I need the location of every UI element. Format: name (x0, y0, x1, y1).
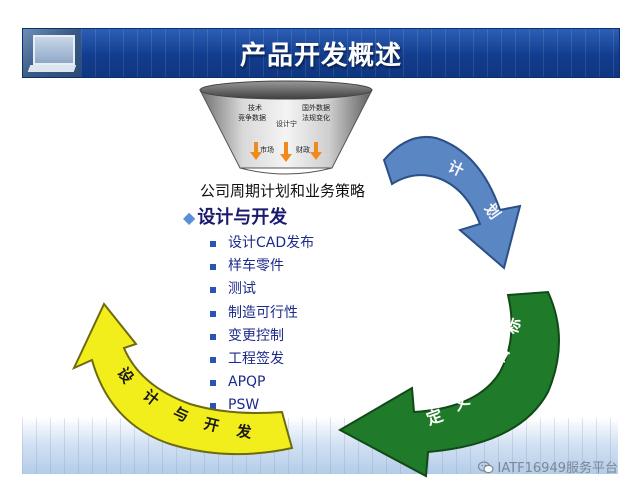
arrow-char: 计 (445, 157, 466, 180)
list-item: 样车零件 (208, 255, 314, 278)
diamond-bullet-icon: ◆ (183, 208, 196, 227)
section-heading: ◆设计与开发 (183, 203, 287, 229)
funnel-label: 国外数据 (302, 103, 330, 112)
arrow-char: 开 (202, 414, 221, 435)
watermark: IATF16949服务平台 (477, 457, 619, 476)
list-item: 工程签发 (208, 348, 314, 371)
square-bullet-icon (210, 287, 216, 294)
list-item: 制造可行性 (208, 302, 314, 325)
funnel-label: 技术 (248, 103, 262, 112)
yellow-design-arrow (71, 302, 294, 456)
arrow-char: 定 (423, 405, 445, 429)
square-bullet-icon (210, 403, 216, 410)
funnel-graphic: 技术 竞争数据 国外数据 法规变化 设计宁 市场 财政 (199, 80, 373, 175)
list-item: 测试 (208, 278, 314, 301)
bottom-decoration (22, 418, 618, 474)
watermark-text: IATF16949服务平台 (497, 461, 619, 476)
funnel-label: 竞争数据 (238, 113, 266, 122)
wechat-icon (477, 461, 494, 474)
funnel-label: 设计宁 (276, 119, 297, 128)
funnel-label: 法规变化 (302, 113, 330, 122)
arrow-char: 发 (235, 422, 254, 442)
green-goals-arrow (337, 290, 560, 478)
arrow-char: 标 (501, 315, 524, 337)
funnel-label: 市场 (260, 145, 274, 154)
list-item: 设计CAD发布 (208, 232, 314, 255)
title-banner: 产品开发概述 (22, 28, 620, 78)
computer-thumbnail-icon (23, 29, 81, 77)
list-item: APQP (208, 371, 314, 394)
strategy-text: 公司周期计划和业务策略 (200, 182, 366, 200)
square-bullet-icon (210, 264, 216, 271)
list-item: PSW (208, 394, 314, 417)
funnel-label: 财政 (296, 145, 310, 154)
section-heading-label: 设计与开发 (197, 207, 288, 228)
item-list: 设计CAD发布 样车零件 测试 制造可行性 变更控制 工程签发 APQP PSW (208, 232, 314, 418)
blue-plan-arrow (382, 136, 522, 270)
slide-title: 产品开发概述 (239, 41, 402, 71)
square-bullet-icon (210, 241, 216, 247)
square-bullet-icon (210, 356, 216, 363)
square-bullet-icon (210, 333, 216, 340)
list-item: 变更控制 (208, 325, 314, 348)
square-bullet-icon (210, 310, 216, 317)
arrow-char: 与 (170, 403, 191, 426)
square-bullet-icon (210, 380, 216, 387)
